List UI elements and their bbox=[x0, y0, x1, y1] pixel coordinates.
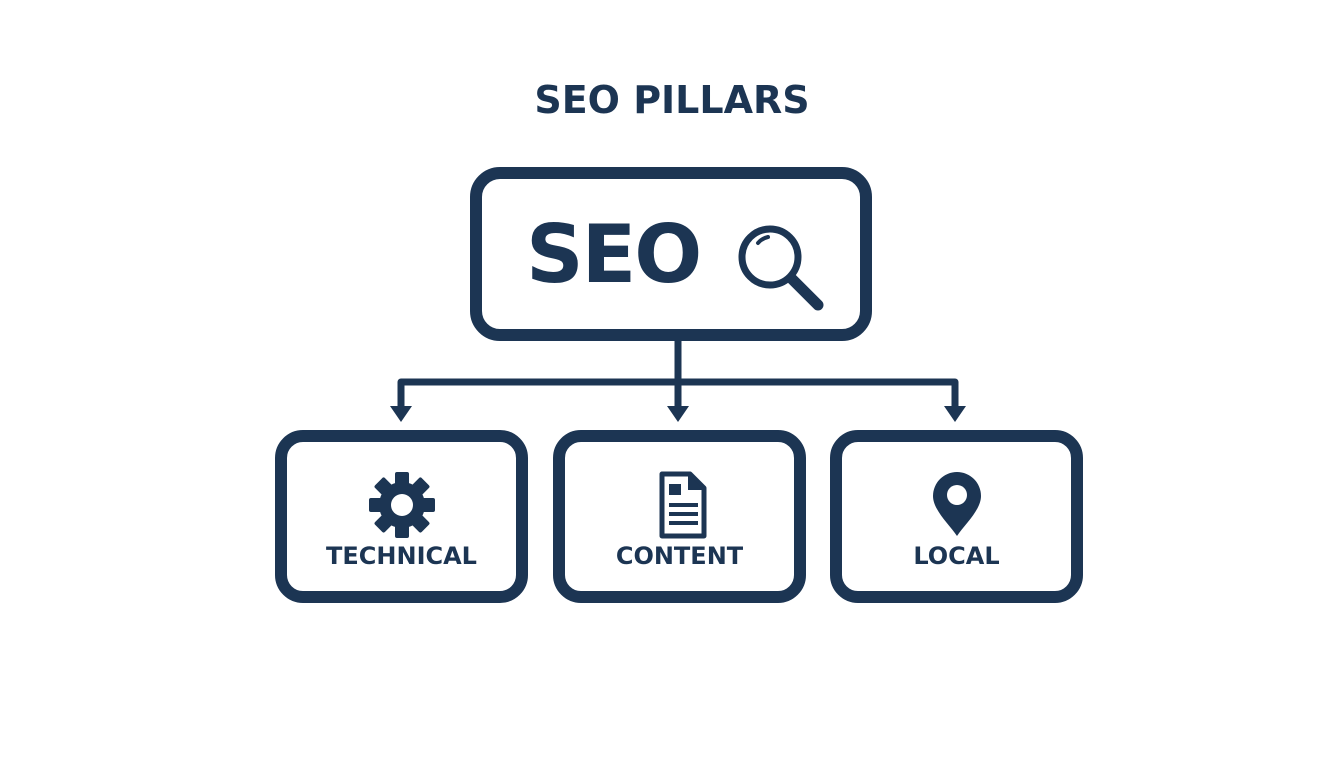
arrow-content bbox=[667, 406, 689, 422]
arrow-local bbox=[944, 406, 966, 422]
pillar-label: LOCAL bbox=[913, 542, 1000, 570]
pillar-label: TECHNICAL bbox=[326, 542, 477, 570]
document-icon bbox=[659, 471, 706, 539]
seo-root-label: SEO bbox=[526, 208, 702, 301]
branch-line bbox=[397, 378, 959, 412]
seo-root-node: SEO bbox=[470, 167, 872, 341]
map-pin-icon bbox=[932, 472, 981, 536]
diagram-title: SEO PILLARS bbox=[534, 78, 810, 122]
arrow-technical bbox=[390, 406, 412, 422]
pillar-technical: TECHNICAL bbox=[275, 430, 528, 603]
pillar-local: LOCAL bbox=[830, 430, 1083, 603]
gear-icon bbox=[368, 472, 435, 538]
pillar-label: CONTENT bbox=[615, 542, 744, 570]
pillar-content: CONTENT bbox=[553, 430, 806, 603]
magnifying-glass-icon bbox=[738, 225, 824, 311]
